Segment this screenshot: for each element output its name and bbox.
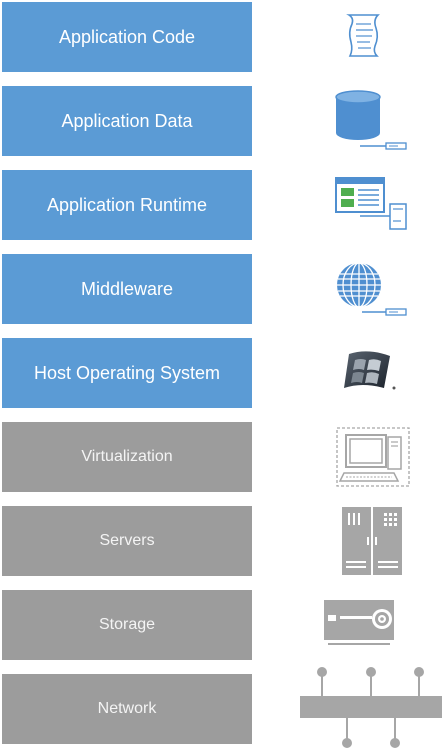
layer-network: Network xyxy=(2,674,252,744)
layer-application-code: Application Code xyxy=(2,2,252,72)
database-icon xyxy=(332,90,412,152)
runtime-window-icon xyxy=(332,175,412,235)
layer-label: Storage xyxy=(98,616,156,633)
layer-application-runtime: Application Runtime xyxy=(2,170,252,240)
globe-icon xyxy=(332,258,412,320)
virtual-computer-icon xyxy=(334,425,412,489)
script-scroll-icon xyxy=(340,10,390,60)
layer-label: Application Data xyxy=(61,110,193,131)
layer-label: Network xyxy=(97,700,157,717)
layer-middleware: Middleware xyxy=(2,254,252,324)
layer-storage: Storage xyxy=(2,590,252,660)
layer-label: Application Runtime xyxy=(46,194,208,215)
windows-logo-icon xyxy=(340,346,400,394)
storage-drive-icon xyxy=(322,598,396,650)
layer-label: Host Operating System xyxy=(33,362,221,383)
layer-application-data: Application Data xyxy=(2,86,252,156)
layer-label: Middleware xyxy=(80,278,174,299)
layer-virtualization: Virtualization xyxy=(2,422,252,492)
layer-label: Application Code xyxy=(58,26,196,47)
layer-servers: Servers xyxy=(2,506,252,576)
server-rack-icon xyxy=(340,505,404,577)
layer-label: Virtualization xyxy=(81,448,173,465)
layer-label: Servers xyxy=(99,532,155,549)
network-bus-icon xyxy=(298,664,444,750)
layer-host-operating-system: Host Operating System xyxy=(2,338,252,408)
